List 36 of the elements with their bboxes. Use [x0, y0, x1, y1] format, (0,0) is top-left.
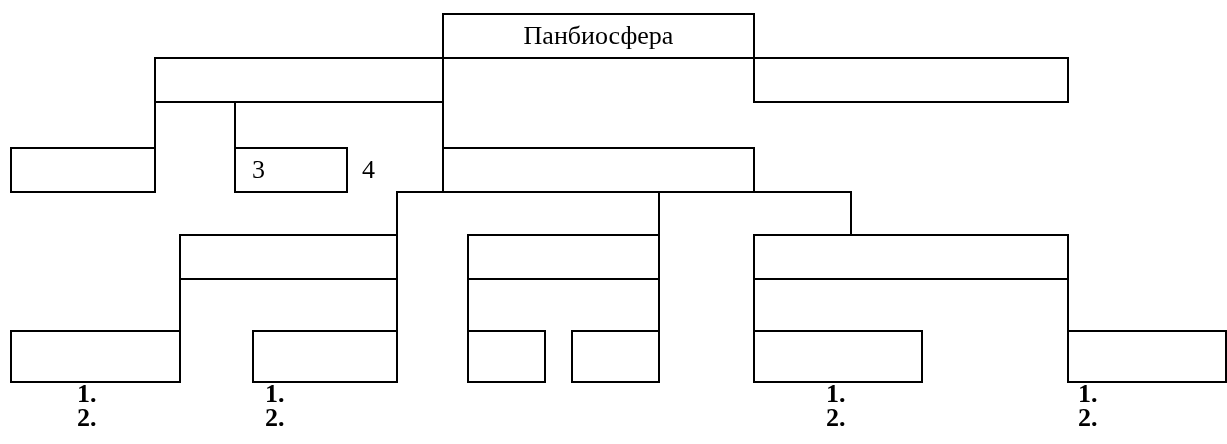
list-number: 2. [265, 406, 285, 430]
empty-box [571, 330, 660, 383]
empty-box [753, 57, 1069, 103]
empty-box [753, 234, 1069, 280]
list-number: 1. [1078, 382, 1098, 406]
connector-line [753, 278, 755, 333]
empty-box [10, 147, 156, 193]
empty-box [753, 330, 923, 383]
text-box [234, 147, 348, 193]
connector-line [396, 191, 444, 237]
box-label: 3 [252, 157, 265, 183]
text-box [442, 13, 755, 59]
list-number: 2. [77, 406, 97, 430]
connector-line [179, 278, 181, 333]
empty-box [1067, 330, 1227, 383]
connector-line [396, 278, 398, 333]
empty-box [467, 330, 546, 383]
side-number: 4 [362, 157, 375, 183]
empty-box [179, 234, 398, 280]
list-number: 2. [1078, 406, 1098, 430]
connector-line [234, 101, 236, 150]
list-number: 1. [77, 382, 97, 406]
list-number: 1. [826, 382, 846, 406]
connector-line [467, 278, 469, 333]
empty-box [10, 330, 181, 383]
empty-box [467, 234, 660, 280]
connector-line [154, 101, 156, 150]
empty-box [154, 57, 444, 103]
connector-line [658, 278, 660, 333]
list-number: 2. [826, 406, 846, 430]
empty-box [252, 330, 398, 383]
list-number: 1. [265, 382, 285, 406]
box-label: Панбиосфера [523, 23, 674, 49]
connector-line [1067, 278, 1069, 333]
connector-line [658, 191, 660, 237]
empty-box [442, 147, 755, 193]
